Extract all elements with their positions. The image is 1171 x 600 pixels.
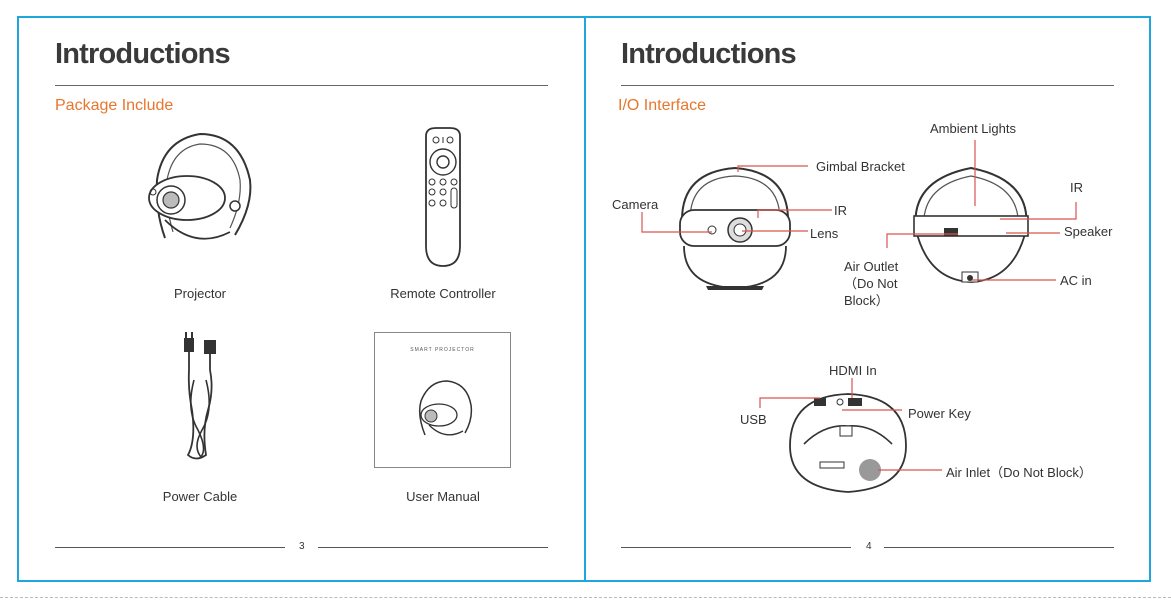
ir-front-label: IR — [834, 202, 847, 219]
callout-line-camera — [642, 212, 712, 232]
camera-label: Camera — [612, 196, 658, 213]
power-key-label: Power Key — [908, 405, 971, 422]
remote-controller-label: Remote Controller — [343, 286, 543, 301]
right-footer-rule-left — [621, 547, 851, 548]
power-cable-label: Power Cable — [100, 489, 300, 504]
bottom-trim-line — [0, 597, 1171, 598]
projector-label: Projector — [100, 286, 300, 301]
left-title-rule — [55, 85, 548, 86]
manual-cover-text: SMART PROJECTOR — [375, 347, 510, 353]
left-page-number: 3 — [299, 541, 305, 552]
left-footer-rule-left — [55, 547, 285, 548]
air-outlet-label-line2: （Do Not — [844, 275, 897, 292]
speaker-label: Speaker — [1064, 223, 1112, 240]
right-footer-rule-right — [884, 547, 1114, 548]
lens-label: Lens — [810, 225, 838, 242]
callout-line-ir-front — [758, 210, 832, 218]
ac-in-label: AC in — [1060, 272, 1092, 289]
air-outlet-label-line3: Block） — [844, 292, 889, 309]
usb-label: USB — [740, 411, 767, 428]
right-page-title: Introductions — [621, 38, 796, 71]
user-manual-label: User Manual — [343, 489, 543, 504]
callout-line-air-outlet — [887, 234, 958, 248]
left-page-subtitle: Package Include — [55, 97, 173, 115]
remote-controller-image — [418, 126, 468, 268]
hdmi-in-label: HDMI In — [829, 362, 877, 379]
left-page-title: Introductions — [55, 38, 230, 71]
right-page-number: 4 — [866, 541, 872, 552]
callout-line-ir-back — [1000, 202, 1076, 219]
right-title-rule — [621, 85, 1114, 86]
manual-cover-projector-icon — [415, 375, 475, 445]
left-footer-rule-right — [318, 547, 548, 548]
air-outlet-label-line1: Air Outlet — [844, 258, 898, 275]
callout-line-gimbal — [738, 166, 808, 172]
gimbal-bracket-label: Gimbal Bracket — [816, 158, 905, 175]
user-manual-image: SMART PROJECTOR — [374, 332, 511, 468]
projector-image — [135, 120, 265, 260]
power-cable-image — [178, 330, 226, 462]
air-inlet-label: Air Inlet（Do Not Block） — [946, 464, 1092, 481]
ir-back-label: IR — [1070, 179, 1083, 196]
callout-line-usb — [760, 398, 820, 408]
ambient-lights-label: Ambient Lights — [930, 120, 1016, 137]
